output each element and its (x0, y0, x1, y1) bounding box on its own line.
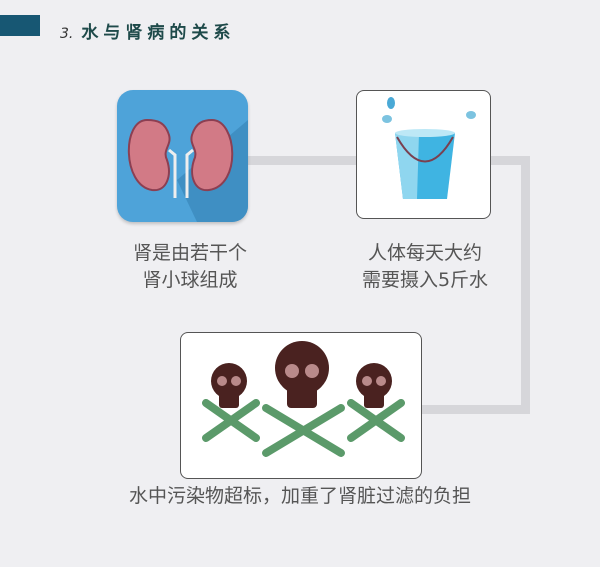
caption-line: 肾是由若干个 (132, 242, 247, 264)
pollution-card (180, 332, 422, 479)
kidney-tile (117, 90, 248, 222)
water-caption: 人体每天大约 需要摄入5斤水 (330, 240, 520, 294)
pollution-caption: 水中污染物超标，加重了肾脏过滤的负担 (128, 485, 471, 507)
section-number: 3. (60, 26, 74, 42)
water-bucket-icon (382, 97, 476, 199)
kidney-caption: 肾是由若干个 肾小球组成 (95, 240, 285, 294)
connector-line (248, 156, 356, 165)
caption-line: 人体每天大约 (367, 242, 482, 264)
caption-line: 需要摄入5斤水 (361, 269, 489, 291)
section-title-text: 水与肾病的关系 (81, 23, 236, 43)
connector-line (490, 156, 530, 165)
section-accent-bar (0, 15, 40, 36)
water-bucket-card (356, 90, 491, 219)
caption-line: 肾小球组成 (142, 269, 238, 291)
connector-line (521, 156, 530, 414)
skull-crossbones-icon (202, 341, 405, 457)
section-title: 3. 水与肾病的关系 (60, 18, 235, 43)
kidney-icon (127, 118, 248, 222)
connector-line (420, 405, 530, 414)
